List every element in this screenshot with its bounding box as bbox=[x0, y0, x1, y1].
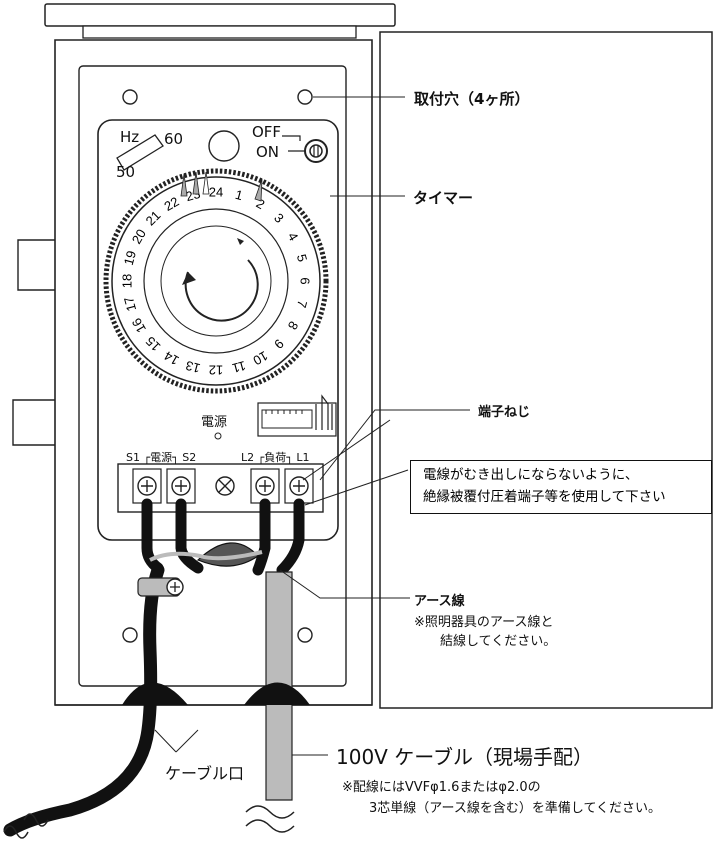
cable-label: 100V ケーブル（現場手配） bbox=[336, 745, 594, 769]
dial-hour-12: 12 bbox=[209, 363, 223, 378]
port-pointer bbox=[154, 729, 199, 753]
mount-hole bbox=[297, 89, 313, 105]
cable-note-line2: 3芯単線（アース線を含む）を準備してください。 bbox=[369, 801, 662, 816]
top-cap-base bbox=[82, 25, 357, 39]
dial-hour-19: 19 bbox=[121, 249, 139, 267]
dial-hour-10: 10 bbox=[251, 348, 271, 368]
hz-60-label: 60 bbox=[164, 130, 184, 148]
warning-box: 電線がむき出しにならないように、 絶縁被覆付圧着端子等を使用して下さい bbox=[410, 460, 712, 514]
power-label: 電源 bbox=[201, 415, 228, 430]
dial-hour-13: 13 bbox=[184, 358, 202, 376]
dial-hour-18: 18 bbox=[119, 274, 134, 288]
dial-hour-24: 24 bbox=[209, 184, 223, 199]
terminals-right-label: L2 ┌負荷┐ L1 bbox=[241, 451, 310, 464]
dial-hour-22: 22 bbox=[161, 194, 181, 214]
earth-note-line1: ※照明器具のアース線と bbox=[414, 615, 554, 630]
timer-pin bbox=[180, 173, 188, 197]
grommet bbox=[122, 682, 188, 705]
dial-hour-7: 7 bbox=[294, 299, 310, 310]
knob bbox=[208, 130, 240, 162]
dial-hour-20: 20 bbox=[129, 226, 149, 246]
dial-hour-16: 16 bbox=[129, 316, 149, 336]
hz-selector bbox=[116, 134, 164, 171]
warning-line2: 絶縁被覆付圧着端子等を使用して下さい bbox=[423, 489, 666, 505]
mount-hole bbox=[122, 627, 138, 643]
current-time-marker bbox=[237, 238, 244, 245]
side-tab bbox=[12, 399, 55, 446]
switch-pointer bbox=[282, 135, 301, 141]
dial-hour-6: 6 bbox=[298, 277, 313, 284]
dial-hour-1: 1 bbox=[234, 187, 245, 203]
timer-pin bbox=[254, 178, 263, 202]
left-cable bbox=[3, 563, 165, 837]
grommet bbox=[244, 682, 310, 705]
cable-note-line1: ※配線にはVVFφ1.6またはφ2.0の bbox=[342, 780, 541, 795]
side-tab bbox=[17, 239, 55, 291]
power-lamp bbox=[214, 432, 222, 440]
off-label: OFF bbox=[252, 123, 282, 141]
mount-hole bbox=[122, 89, 138, 105]
timer-pin bbox=[192, 171, 200, 195]
cable-port-label: ケーブル口 bbox=[165, 764, 245, 783]
timer-label: タイマー bbox=[413, 189, 474, 207]
mount-hole bbox=[297, 627, 313, 643]
terminal-screw-label: 端子ねじ bbox=[478, 405, 531, 420]
dial-hour-11: 11 bbox=[231, 358, 248, 376]
timer-pin bbox=[202, 171, 210, 195]
wire-joint bbox=[196, 542, 259, 567]
terminal-screws bbox=[132, 468, 314, 504]
terminals-left-label: S1 ┌電源┐ S2 bbox=[126, 451, 197, 464]
dial-hour-14: 14 bbox=[161, 348, 181, 368]
on-label: ON bbox=[256, 143, 280, 161]
indicator-plate bbox=[257, 402, 337, 437]
leader-lines bbox=[279, 96, 470, 756]
dial-hour-17: 17 bbox=[121, 295, 139, 313]
earth-wire-label: アース線 bbox=[414, 594, 465, 609]
cable-break-icon bbox=[245, 805, 295, 833]
dial-center bbox=[160, 225, 272, 337]
internal-wires bbox=[141, 498, 305, 576]
top-cap bbox=[44, 3, 396, 27]
mount-holes-label: 取付穴（4ヶ所） bbox=[414, 90, 530, 108]
back-cover bbox=[379, 31, 713, 709]
dial-hour-5: 5 bbox=[294, 252, 310, 263]
earth-note-line2: 結線してください。 bbox=[440, 634, 557, 649]
warning-line1: 電線がむき出しにならないように、 bbox=[423, 467, 639, 483]
rotation-arrow-icon bbox=[184, 259, 259, 322]
hz-50-label: 50 bbox=[116, 163, 136, 181]
cable-break-icon bbox=[3, 813, 49, 839]
hz-label: Hz bbox=[120, 128, 140, 146]
